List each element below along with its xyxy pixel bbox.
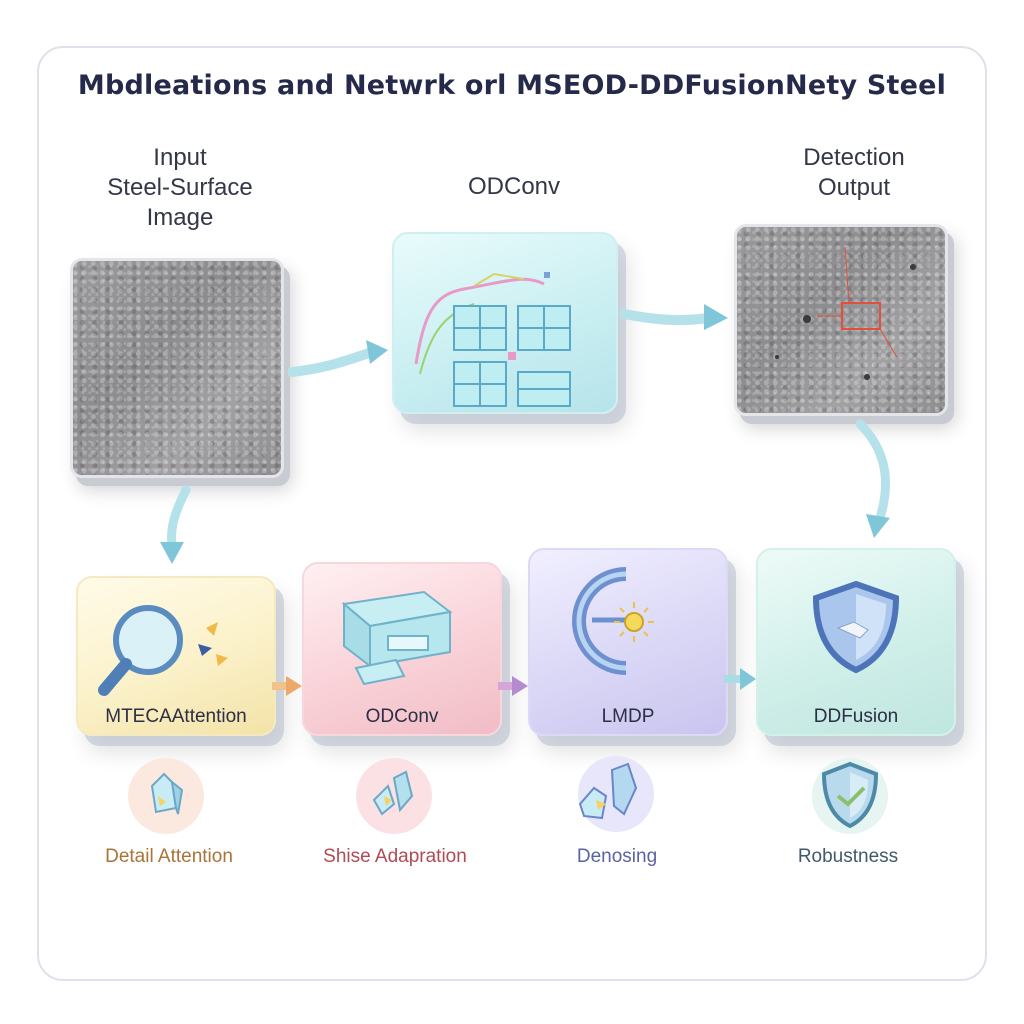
arrow-input-down [160,485,191,564]
denoising-icon [578,756,654,832]
detection-overlay [775,246,916,380]
input-label: Input Steel-Surface Image [80,143,280,233]
output-label-line-2: Output [817,174,891,201]
sub-label-detail-attention: Detail Attention [105,846,233,867]
module-label-lmdp: LMDP [601,706,655,727]
module-card-ddfusion: DDFusion [756,548,956,736]
arrow-output-down [855,419,890,538]
diagram-title: Mbdleations and Netwrk orl MSEOD-DDFusio… [77,70,947,101]
pulse-ring-icon [572,567,654,675]
arrow-mod1-to-mod2 [272,676,302,696]
sub-label-denoising: Denosing [576,846,658,867]
module-label-odconv: ODConv [365,706,439,727]
arrow-odconv-to-output [620,304,728,330]
detection-output-image [734,224,948,416]
odconv-top-label: ODConv [467,173,561,200]
module-label-ddfusion: DDFusion [813,706,899,727]
input-label-line-2: Steel-Surface [107,174,253,201]
arrow-input-to-odconv [288,340,388,377]
input-label-line-3: Image [146,204,214,231]
detail-attention-icon [128,758,204,834]
module-label-mtecaattention: MTECAAttention [105,706,247,727]
module-card-odconv: ODConv [302,562,502,736]
output-label-line-1: Detection [803,144,905,171]
robustness-shield-icon [812,758,888,834]
magnifier-icon [98,605,228,696]
shield-icon [812,580,900,674]
module-card-lmdp: LMDP [528,548,728,736]
odconv-grid-icon [414,272,571,407]
input-steel-image [70,258,284,478]
sub-label-shape-adaptation: Shise Adapration [323,846,467,867]
input-label-line-1: Input [153,144,207,171]
shape-adaptation-icon [356,758,432,834]
sub-label-robustness: Robustness [797,846,899,867]
arrow-mod3-to-mod4 [724,668,756,690]
odconv-top-card [392,232,618,414]
conv-block-icon [341,590,453,686]
output-label: Detection Output [754,143,954,203]
arrow-mod2-to-mod3 [498,676,528,696]
module-card-mtecaattention: MTECAAttention [76,576,276,736]
